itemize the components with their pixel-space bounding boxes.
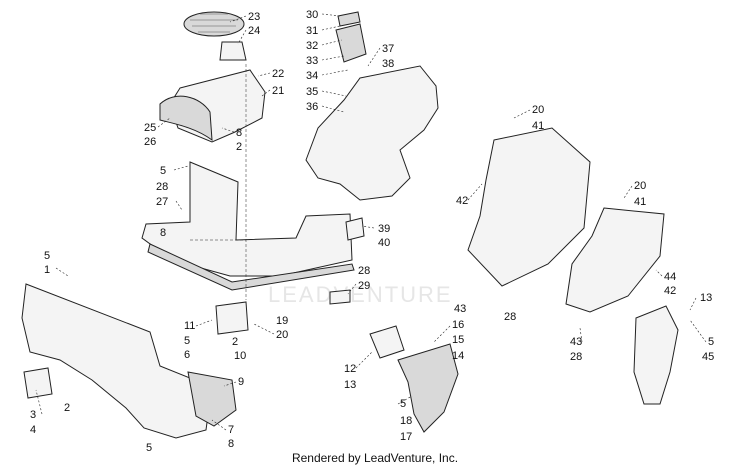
part-bracket-19 [215,301,249,335]
callout: 24 [248,25,260,37]
callout: 41 [532,120,544,132]
callout: 33 [306,55,318,67]
callout: 28 [504,311,516,323]
callout: 23 [248,11,260,23]
callout: 16 [452,319,464,331]
callout-labels: 23 24 22 21 25 26 8 2 30 31 32 33 34 35 … [30,9,714,454]
callout: 18 [400,415,412,427]
callout: 8 [228,438,234,450]
part-grille [183,11,245,37]
callout: 5 [184,335,190,347]
part-rear-panel-left [467,127,591,287]
callout: 43 [570,336,582,348]
callout: 2 [236,141,242,153]
callout: 26 [144,136,156,148]
callout: 29 [358,280,370,292]
part-switch-block [337,11,361,27]
callout: 10 [234,350,246,362]
part-center-console [305,65,439,201]
callout: 30 [306,9,318,21]
part-rear-panel-right [565,207,665,313]
callout: 35 [306,86,318,98]
callout: 5 [400,398,406,410]
callout: 43 [454,303,466,315]
callout: 3 [30,409,36,421]
callout: 40 [378,237,390,249]
part-bracket-29 [329,289,351,305]
callout: 45 [702,351,714,363]
callout: 28 [358,265,370,277]
callout: 39 [378,223,390,235]
footer-credit: Rendered by LeadVenture, Inc. [291,451,459,465]
callout: 31 [306,25,318,37]
part-shifter-boot [335,23,367,63]
callout: 20 [276,329,288,341]
callout: 2 [232,336,238,348]
callout: 4 [30,424,36,436]
callout: 28 [156,181,168,193]
callout: 9 [238,376,244,388]
callout: 42 [456,195,468,207]
callout: 5 [44,250,50,262]
callout: 12 [344,363,356,375]
callout: 38 [382,58,394,70]
callout: 19 [276,315,288,327]
callout: 20 [532,104,544,116]
callout: 22 [272,68,284,80]
part-vent-bracket [187,371,237,427]
callout: 42 [664,285,676,297]
callout: 5 [708,336,714,348]
callout: 5 [146,442,152,454]
part-bracket-39 [345,217,365,241]
callout: 27 [156,196,168,208]
part-front-panel [21,283,211,439]
callout: 1 [44,264,50,276]
callout: 7 [228,424,234,436]
part-front-console-side [159,95,213,142]
callout: 13 [700,292,712,304]
callout: 34 [306,70,318,82]
callout: 41 [634,196,646,208]
callout: 32 [306,40,318,52]
callout: 36 [306,101,318,113]
callout: 8 [160,227,166,239]
part-mud-flap [397,343,459,433]
part-floor-rail [147,243,355,291]
callout: 17 [400,431,412,443]
callout: 15 [452,334,464,346]
leader-lines [35,13,707,431]
callout: 21 [272,85,284,97]
callout: 25 [144,122,156,134]
callout: 2 [64,402,70,414]
callout: 20 [634,180,646,192]
part-fender-guard [633,305,679,405]
callout: 8 [236,127,242,139]
callout: 13 [344,379,356,391]
part-cup-holder [219,41,247,61]
callout: 5 [160,165,166,177]
callout: 37 [382,43,394,55]
callout: 6 [184,349,190,361]
callout: 44 [664,271,676,283]
callout: 11 [184,320,195,332]
watermark: LEADVENTURE [268,282,453,307]
callout: 28 [570,351,582,363]
part-plate-3 [23,367,53,399]
part-mount-bracket [369,325,405,359]
callout: 14 [452,350,464,362]
